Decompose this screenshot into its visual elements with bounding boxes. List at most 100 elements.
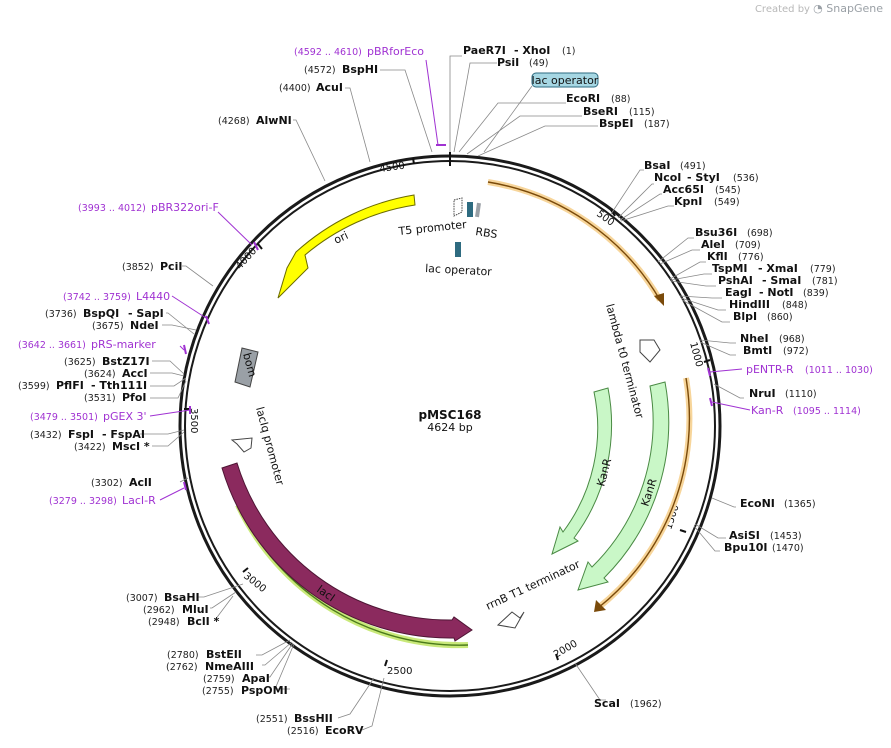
site-ecori: EcoRI [566, 92, 600, 105]
site-acui-pos: (4400) [279, 83, 311, 94]
site-alwni-pos: (4268) [218, 116, 250, 127]
site-paer7i: PaeR7I [463, 44, 506, 57]
site-bspei-pos: (187) [644, 119, 670, 130]
tick-3000 [242, 567, 249, 573]
site-bsahi-pos: (3007) [126, 593, 158, 604]
lac-operator-badge-leader [483, 85, 533, 153]
site-bspqi-pos: (3736) [45, 309, 77, 320]
site-nmeaiii: NmeAIII [205, 660, 254, 673]
primer-pbrforeco: pBRforEco [367, 45, 424, 58]
site-psii-pos: (49) [529, 58, 549, 69]
ori-label: ori [332, 229, 350, 247]
site-hindiii: HindIII [729, 298, 770, 311]
plasmid-length: 4624 bp [427, 421, 472, 434]
site-econi: EcoNI [740, 497, 775, 510]
tick-label-2500: 2500 [387, 666, 412, 677]
site-bcli-pos: (2948) [148, 617, 180, 628]
site-pspomi: PspOMI [241, 684, 288, 697]
site-sapi: - SapI [128, 307, 164, 320]
primer-laci-r-pos: (3279 .. 3298) [49, 496, 117, 507]
site-ecorv-pos: (2516) [287, 726, 319, 737]
kanr-outline-arc-inner [597, 377, 691, 609]
site-kfli: KflI [707, 250, 728, 263]
tick-500 [610, 209, 616, 217]
site-scai-pos: (1962) [630, 699, 662, 710]
site-acc65i-pos: (545) [715, 185, 741, 196]
lac-operator-1-block [467, 202, 473, 217]
site-xhoi: - XhoI [514, 44, 550, 57]
laciq-promoter-arrow [230, 437, 253, 453]
snapgene-logo: ◔ SnapGene [813, 2, 883, 15]
site-psii: PsiI [497, 56, 519, 69]
site-bseri-pos: (115) [629, 107, 655, 118]
site-labels-right: PaeR7I - XhoI (1) PsiI (49) EcoRI (88) B… [463, 44, 873, 710]
site-pshai: PshAI [718, 274, 753, 287]
lac-operator-2-block [455, 242, 461, 257]
credit-brand: SnapGene [826, 2, 883, 15]
site-ecori-pos: (88) [611, 94, 631, 105]
lambda-t0-arrowhead [654, 293, 664, 306]
rbs-label: RBS [475, 225, 499, 241]
lambda-t0-terminator-arc [487, 179, 663, 302]
primer-pbr322ori-pos: (3993 .. 4012) [78, 203, 146, 214]
site-ncoi: NcoI [654, 171, 681, 184]
tick-4500 [412, 157, 415, 165]
site-hindiii-pos: (848) [782, 300, 808, 311]
site-bsphi: BspHI [342, 63, 378, 76]
site-acci: AccI [122, 367, 148, 380]
site-alei: AleI [701, 238, 725, 251]
primer-pbrforeco-pos: (4592 .. 4610) [294, 47, 362, 58]
kanr-arrow-1 [551, 387, 613, 555]
site-bsteii-pos: (2780) [167, 650, 199, 661]
rbs-block [475, 202, 481, 218]
site-bsteii: BstEII [206, 648, 242, 661]
site-fspi: FspI [68, 428, 94, 441]
tick-1000 [703, 359, 711, 363]
site-bspqi: BspQI [83, 307, 119, 320]
site-acc65i: Acc65I [663, 183, 704, 196]
site-bsai-pos: (491) [680, 161, 706, 172]
site-ncoi-pos: (536) [733, 173, 759, 184]
site-nmeaiii-pos: (2762) [166, 662, 198, 673]
site-pspomi-pos: (2755) [202, 686, 234, 697]
credit-prefix: Created by [754, 4, 810, 15]
site-alei-pos: (709) [735, 240, 761, 251]
site-alwni: AlwNI [256, 114, 292, 127]
lac-operator-2-label: lac operator [425, 262, 493, 278]
lambda-t0-terminator-arc-inner [487, 181, 661, 301]
site-apai: ApaI [242, 672, 270, 685]
tick-label-2000: 2000 [552, 638, 580, 660]
primer-l4440: L4440 [136, 290, 170, 303]
site-msci-pos: (3422) [74, 442, 106, 453]
site-ndei-pos: (3675) [92, 321, 124, 332]
tick-2500 [384, 659, 388, 667]
site-nrui-pos: (1110) [785, 389, 817, 400]
tick-label-3500: 3500 [188, 408, 199, 433]
site-bmti-pos: (972) [783, 346, 809, 357]
snapgene-credit: Created by ◔ SnapGene [755, 2, 883, 15]
primer-pentr-pos: (1011 .. 1030) [805, 365, 873, 376]
site-asisi-pos: (1453) [770, 531, 802, 542]
site-ndei: NdeI [130, 319, 159, 332]
site-labels-left: (2551) BssHII (2516) EcoRV (2780) BstEII… [18, 45, 424, 737]
site-bpu10i: Bpu10I [724, 541, 768, 554]
site-kpni: KpnI [674, 195, 702, 208]
primer-prs: pRS-marker [91, 338, 156, 351]
primer-pentr: pENTR-R [746, 363, 794, 376]
site-scai: ScaI [594, 697, 620, 710]
rrnb-t1-terminator-glyph [496, 611, 525, 629]
site-pfoi-pos: (3531) [84, 393, 116, 404]
site-econi-pos: (1365) [784, 499, 816, 510]
site-tspmi-pos: (779) [810, 264, 836, 275]
site-ecorv: EcoRV [325, 724, 364, 737]
site-pflfi: PflFI [56, 379, 84, 392]
site-noti: - NotI [759, 286, 794, 299]
site-bsshii-pos: (2551) [256, 714, 288, 725]
site-mlui: MluI [182, 603, 209, 616]
site-smai: - SmaI [762, 274, 801, 287]
primer-prs-pos: (3642 .. 3661) [18, 340, 86, 351]
site-bsai: BsaI [644, 159, 670, 172]
site-acci-pos: (3624) [84, 369, 116, 380]
site-pcii-pos: (3852) [122, 262, 154, 273]
